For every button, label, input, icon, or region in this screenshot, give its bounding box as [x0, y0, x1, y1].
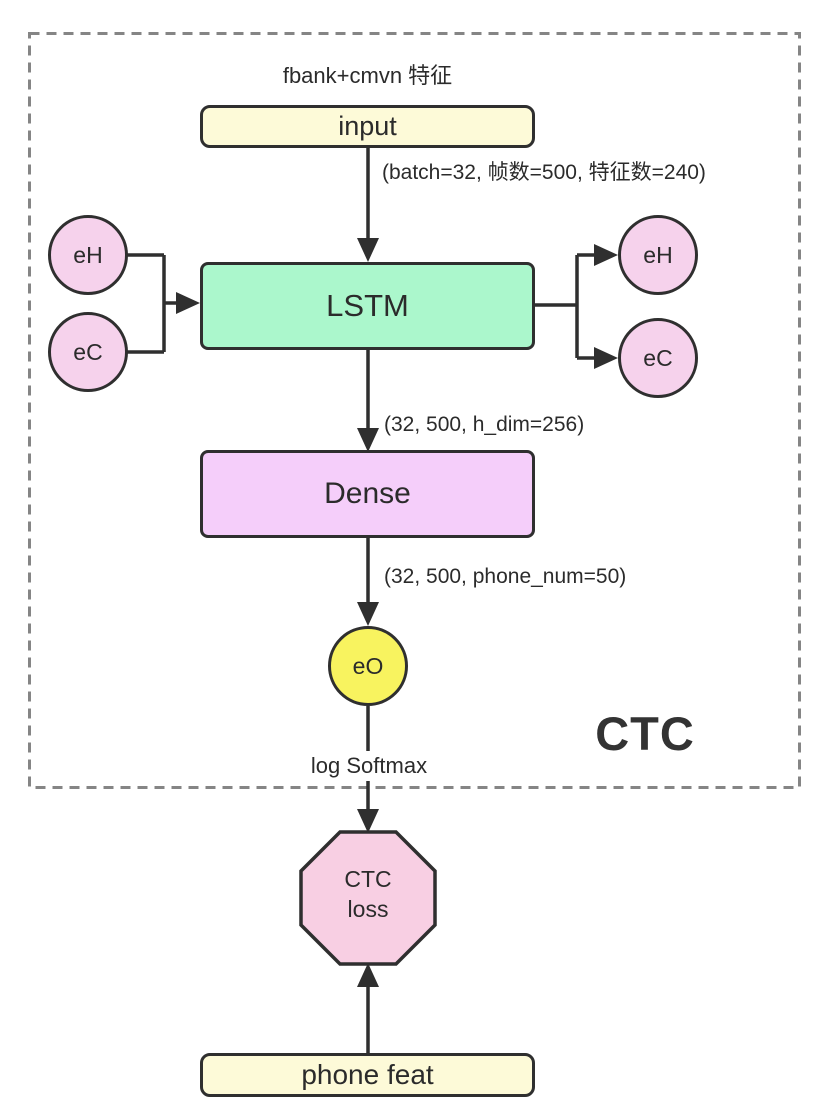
arrowhead-into-eo: [357, 602, 379, 626]
ec-left-label: eC: [73, 338, 103, 365]
arrowhead-into-dense: [357, 428, 379, 452]
cell-state-ec-right: eC: [618, 318, 698, 398]
arrowhead-states-into-lstm: [176, 292, 200, 314]
arrowhead-into-loss-bottom: [357, 963, 379, 987]
ctc-region-border: [28, 32, 801, 789]
arrowhead-into-ec-right: [594, 347, 618, 369]
output-eo-node: eO: [328, 626, 408, 706]
cell-state-ec-left: eC: [48, 312, 128, 392]
input-shape-annotation: (batch=32, 帧数=500, 特征数=240): [382, 161, 706, 184]
phone-feat-node: phone feat: [200, 1053, 535, 1097]
lstm-node-label: LSTM: [326, 288, 409, 323]
hidden-state-eh-right: eH: [618, 215, 698, 295]
ec-right-label: eC: [643, 344, 673, 371]
hidden-state-eh-left: eH: [48, 215, 128, 295]
dense-node: Dense: [200, 450, 535, 538]
input-node: input: [200, 105, 535, 148]
edge-states-out: [535, 253, 596, 360]
dense-output-shape-annotation: (32, 500, phone_num=50): [384, 565, 627, 588]
edge-states-in: [127, 253, 178, 354]
ctc-loss-label: CTC loss: [308, 864, 428, 925]
lstm-output-shape-annotation: (32, 500, h_dim=256): [384, 413, 585, 436]
arrowhead-into-lstm: [357, 238, 379, 262]
feature-caption: fbank+cmvn 特征: [282, 63, 453, 88]
lstm-node: LSTM: [200, 262, 535, 350]
ctc-loss-label-line2: loss: [347, 896, 389, 923]
dense-node-label: Dense: [324, 477, 411, 510]
ctc-loss-label-line1: CTC: [344, 866, 392, 892]
log-softmax-label: log Softmax: [269, 751, 469, 781]
ctc-region-label: CTC: [595, 707, 695, 760]
input-node-label: input: [338, 111, 397, 141]
ctc-loss-octagon: [299, 830, 437, 966]
arrowhead-into-eh-right: [594, 244, 618, 266]
arrowheads: [176, 238, 618, 987]
eh-right-label: eH: [643, 241, 673, 268]
eo-label: eO: [352, 652, 384, 679]
arrowhead-into-loss-top: [357, 809, 379, 833]
phone-feat-label: phone feat: [301, 1059, 434, 1090]
eh-left-label: eH: [73, 241, 103, 268]
